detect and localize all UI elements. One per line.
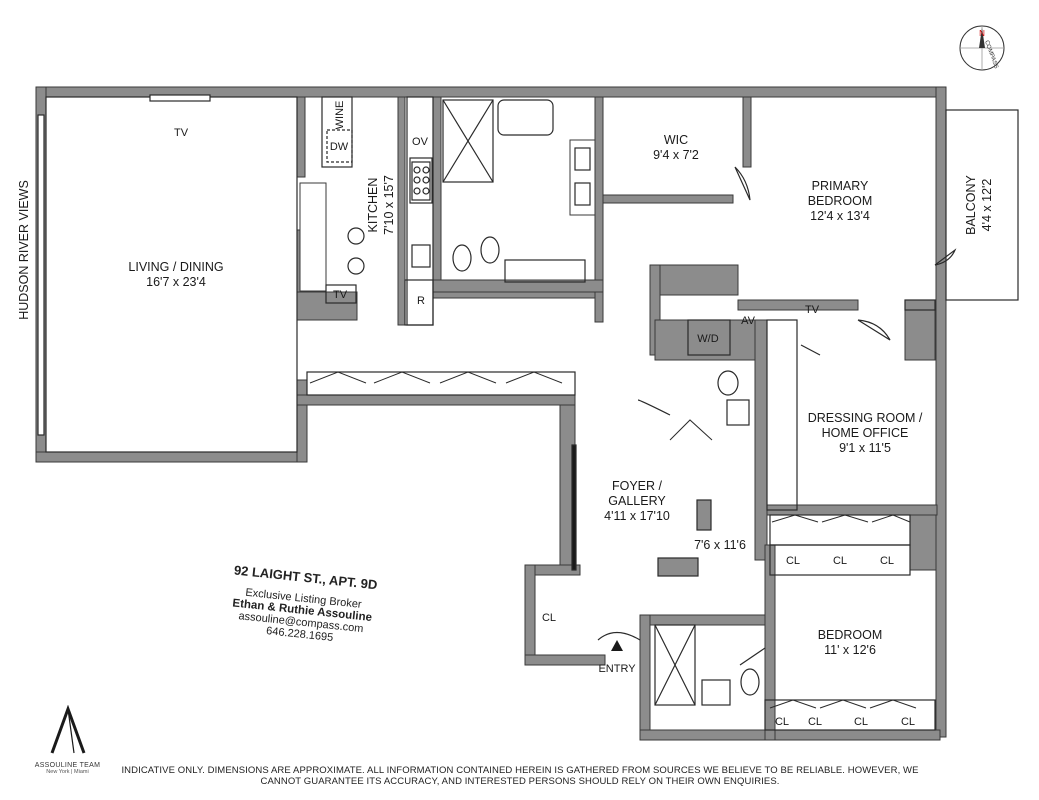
- tv-label-dressing: TV: [805, 304, 820, 316]
- disclaimer-line-2: CANNOT GUARANTEE ITS ACCURACY, AND INTER…: [260, 776, 780, 787]
- kitchen-name: KITCHEN: [366, 178, 380, 233]
- balcony-dims: 4'4 x 12'2: [980, 179, 994, 232]
- refrigerator-label: R: [417, 295, 425, 307]
- assouline-team-logo: ASSOULINE TEAM New York | Miami: [30, 704, 105, 775]
- primary-dims: 12'4 x 13'4: [810, 209, 870, 223]
- closet-label-6: CL: [854, 716, 868, 728]
- av-label: AV: [741, 315, 756, 327]
- wine-label: WINE: [334, 101, 346, 130]
- closet-label-3: CL: [880, 555, 894, 567]
- primary-name-2: BEDROOM: [808, 194, 873, 208]
- tv-label-kitchen: TV: [333, 289, 348, 301]
- primary-name-1: PRIMARY: [812, 179, 869, 193]
- logo-team-name: ASSOULINE TEAM: [34, 762, 101, 769]
- entry-arrow-icon: [611, 640, 623, 651]
- views-label: HUDSON RIVER VIEWS: [17, 180, 31, 320]
- closet-label-5: CL: [808, 716, 822, 728]
- tv-label-living: TV: [174, 127, 189, 139]
- disclaimer: INDICATIVE ONLY. DIMENSIONS ARE APPROXIM…: [105, 765, 935, 787]
- living-name: LIVING / DINING: [128, 260, 223, 274]
- balcony-name: BALCONY: [964, 174, 978, 234]
- walls: [35, 86, 947, 741]
- dressing-name-1: DRESSING ROOM /: [808, 411, 923, 425]
- dressing-dims: 9'1 x 11'5: [839, 441, 891, 455]
- wic-name: WIC: [664, 133, 688, 147]
- closet-label-4: CL: [775, 716, 789, 728]
- foyer-name-2: GALLERY: [608, 494, 666, 508]
- foyer-dims: 4'11 x 17'10: [604, 509, 670, 523]
- logo-locations: New York | Miami: [46, 769, 89, 775]
- disclaimer-line-1: INDICATIVE ONLY. DIMENSIONS ARE APPROXIM…: [121, 765, 919, 776]
- living-dims: 16'7 x 23'4: [146, 275, 206, 289]
- closet-label-1: CL: [786, 555, 800, 567]
- fixture-labels: TV TV TV WINE DW OV R W/D AV CL CL CL CL…: [174, 101, 915, 728]
- compass-north: N: [979, 29, 985, 38]
- wic-dims: 9'4 x 7'2: [653, 148, 699, 162]
- interior-outlines: [37, 94, 1019, 731]
- closet-label-2: CL: [833, 555, 847, 567]
- compass-icon: N COMPASS: [959, 25, 1005, 71]
- bedroom-dims: 11' x 12'6: [824, 643, 876, 657]
- foyer-name-1: FOYER /: [612, 479, 663, 493]
- dw-label: DW: [330, 141, 349, 153]
- closet-label-7: CL: [901, 716, 915, 728]
- ov-label: OV: [412, 136, 429, 148]
- dressing-name-2: HOME OFFICE: [822, 426, 909, 440]
- room-labels: LIVING / DINING 16'7 x 23'4 KITCHEN 7'10…: [128, 133, 994, 657]
- closet-doors: [309, 371, 917, 709]
- washer-dryer-label: W/D: [697, 333, 718, 345]
- closet-label-foyer: CL: [542, 612, 556, 624]
- logo-a-icon: [50, 704, 85, 754]
- foyer-dims-2: 7'6 x 11'6: [694, 538, 746, 552]
- entry-label: ENTRY: [598, 663, 636, 675]
- bedroom-name: BEDROOM: [818, 628, 883, 642]
- kitchen-dims: 7'10 x 15'7: [382, 175, 396, 235]
